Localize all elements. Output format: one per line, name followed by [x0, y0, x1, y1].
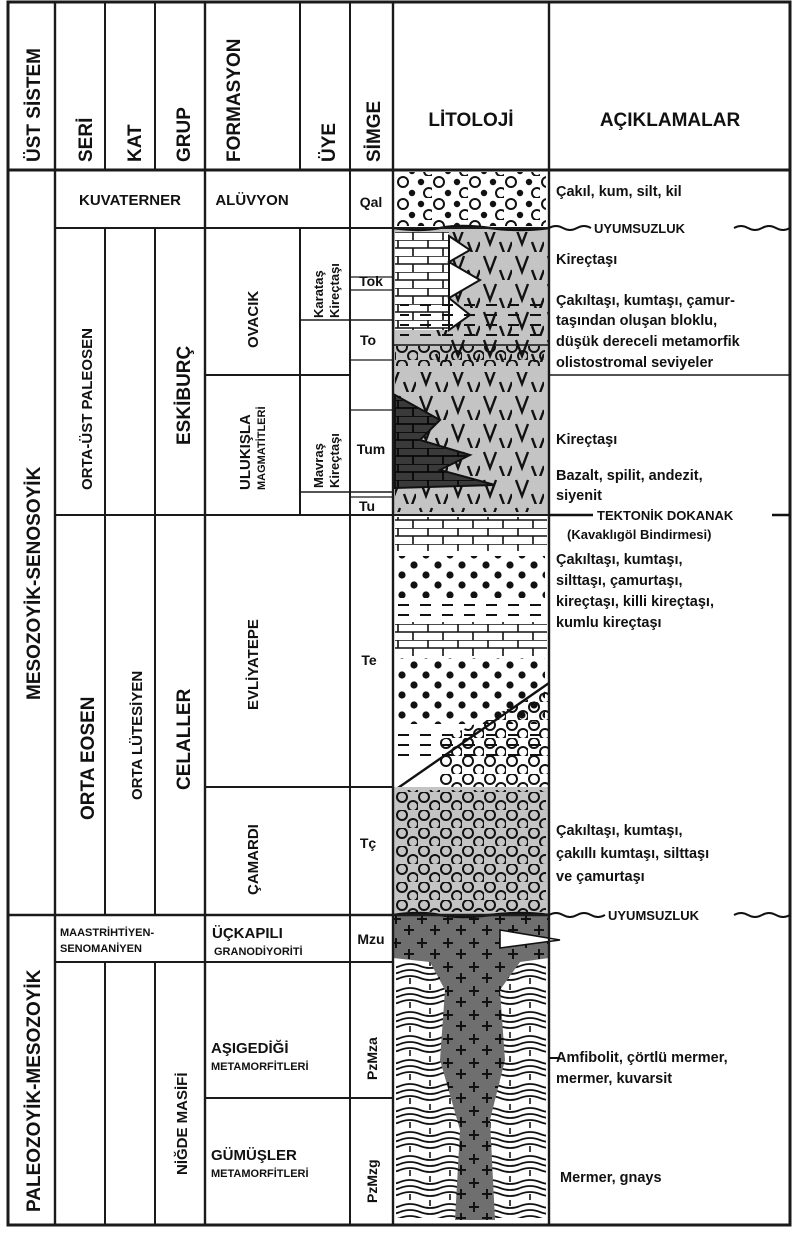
litho-evliyatepe-limestone1 — [395, 517, 547, 551]
seri-orta-ust-paleosen: ORTA-ÜST PALEOSEN — [79, 328, 96, 490]
formasyon-ulukisla-sub: MAGMATİTLERİ — [255, 406, 268, 490]
desc-te-3: kireçtaşı, killi kireçtaşı, — [556, 594, 714, 610]
header-formasyon: FORMASYON — [224, 39, 245, 163]
simge-tok: Tok — [359, 273, 383, 289]
simge-te: Te — [361, 652, 377, 668]
header-kat: KAT — [125, 124, 146, 162]
simge-mzu: Mzu — [357, 931, 384, 947]
litho-ovacik-conglomerate — [395, 346, 545, 366]
uye-karatas-sub: Kireçtaşı — [327, 263, 342, 318]
desc-tum: Kireçtaşı — [556, 432, 617, 448]
unconformity-wave-2b — [733, 912, 791, 918]
formasyon-evliyatepe: EVLİYATEPE — [245, 619, 262, 710]
desc-to-2: taşından oluşan bloklu, — [556, 313, 717, 329]
desc-te-4: kumlu kireçtaşı — [556, 615, 662, 631]
ust-sistem-upper: MESOZOYİK-SENOSOYİK — [24, 466, 45, 700]
desc-to-4: olistostromal seviyeler — [556, 355, 714, 371]
litho-ovacik-shale — [400, 300, 545, 342]
formasyon-ovacik: OVACIK — [245, 291, 262, 348]
label-tektonik-dokanak: TEKTONİK DOKANAK — [597, 508, 734, 523]
formasyon-uckapili: ÜÇKAPILI — [212, 925, 283, 942]
formasyon-uckapili-sub: GRANODİYORİTİ — [214, 945, 303, 958]
header-row: ÜST SİSTEM SERİ KAT GRUP FORMASYON ÜYE S… — [24, 39, 740, 163]
desc-pzmza-1: Amfibolit, çörtlü mermer, — [556, 1050, 728, 1066]
formasyon-camardi: ÇAMARDI — [245, 824, 262, 895]
label-uyumsuzluk-1: UYUMSUZLUK — [594, 221, 686, 236]
formasyon-ulukisla: ULUKIŞLA — [237, 414, 254, 490]
header-aciklamalar: AÇIKLAMALAR — [600, 110, 741, 131]
grup-nigde: NİĞDE MASİFİ — [173, 1072, 191, 1175]
desc-tok: Kireçtaşı — [556, 252, 617, 268]
grup-eskiburc: ESKİBURÇ — [174, 345, 195, 445]
formasyon-asigedigi-sub: METAMORFİTLERİ — [211, 1060, 309, 1073]
grup-celaller: CELALLER — [174, 688, 195, 790]
header-grup: GRUP — [174, 107, 195, 162]
label-kavakligol: (Kavaklıgöl Bindirmesi) — [567, 527, 711, 542]
unconformity-wave-1b — [733, 225, 791, 231]
desc-tu-2: siyenit — [556, 488, 602, 504]
simge-pzmza: PzMza — [364, 1037, 380, 1080]
kat-orta-lutesiyen: ORTA LÜTESİYEN — [129, 671, 146, 800]
desc-te-2: silttaşı, çamurtaşı, — [556, 573, 683, 589]
simge-tum: Tum — [357, 441, 386, 457]
litho-evliyatepe-siltstone — [397, 600, 545, 620]
uye-mavras: Mavraş — [311, 443, 326, 488]
litho-evliyatepe-contact — [394, 682, 550, 791]
unconformity-wave-1a — [548, 225, 592, 231]
simge-tc: Tç — [360, 835, 377, 851]
ust-sistem-lower: PALEOZOYİK-MESOZOYİK — [24, 969, 45, 1212]
desc-pzmza-2: mermer, kuvarsit — [556, 1071, 672, 1087]
litho-camardi-conglomerate — [396, 790, 546, 912]
formasyon-aluvyon: ALÜVYON — [215, 192, 288, 209]
seri-maastrihtiyen: MAASTRİHTİYEN- — [60, 926, 154, 939]
lithology-column — [392, 170, 561, 1220]
unconformity-wave-2a — [548, 912, 606, 918]
seri-orta-eosen: ORTA EOSEN — [78, 696, 99, 820]
simge-pzmzg: PzMzg — [364, 1159, 380, 1203]
desc-pzmzg: Mermer, gnays — [560, 1170, 662, 1186]
simge-qal: Qal — [360, 194, 383, 210]
simge-tu: Tu — [359, 498, 375, 514]
header-seri: SERİ — [76, 118, 97, 162]
litho-mavras-limestone — [394, 393, 496, 490]
seri-senomaniyen: SENOMANİYEN — [60, 942, 142, 955]
litho-qal-gravel — [396, 172, 546, 226]
formasyon-gumusler-sub: METAMORFİTLERİ — [211, 1167, 309, 1180]
desc-qal: Çakıl, kum, silt, kil — [556, 184, 682, 200]
table-grid — [6, 0, 792, 1227]
header-uye: ÜYE — [319, 123, 340, 162]
header-ust-sistem: ÜST SİSTEM — [24, 48, 45, 162]
desc-tc-3: ve çamurtaşı — [556, 869, 645, 885]
formasyon-asigedigi: AŞIGEDİĞİ — [211, 1039, 289, 1057]
descriptions: Çakıl, kum, silt, kil UYUMSUZLUK Kireçta… — [556, 184, 741, 1186]
uye-mavras-sub: Kireçtaşı — [327, 433, 342, 488]
litho-evliyatepe-limestone2 — [395, 622, 547, 656]
header-simge: SİMGE — [364, 101, 385, 162]
header-litoloji: LİTOLOJİ — [428, 110, 513, 131]
litho-evliyatepe-sandstone — [397, 556, 545, 598]
formasyon-gumusler: GÜMÜŞLER — [211, 1147, 297, 1164]
desc-te-1: Çakıltaşı, kumtaşı, — [556, 552, 683, 568]
desc-to-3: düşük dereceli metamorfik — [556, 334, 741, 350]
label-uyumsuzluk-2: UYUMSUZLUK — [608, 908, 700, 923]
simge-to: To — [360, 332, 376, 348]
desc-tc-1: Çakıltaşı, kumtaşı, — [556, 823, 683, 839]
desc-tc-2: çakıllı kumtaşı, silttaşı — [556, 846, 709, 862]
litho-granodiorite — [393, 915, 549, 1220]
litho-evliyatepe-conglomerate — [440, 690, 549, 787]
desc-to-1: Çakıltaşı, kumtaşı, çamur- — [556, 293, 735, 309]
desc-tu-1: Bazalt, spilit, andezit, — [556, 468, 703, 484]
seri-kuvaterner: KUVATERNER — [79, 192, 181, 209]
uye-karatas: Karataş — [311, 270, 326, 318]
